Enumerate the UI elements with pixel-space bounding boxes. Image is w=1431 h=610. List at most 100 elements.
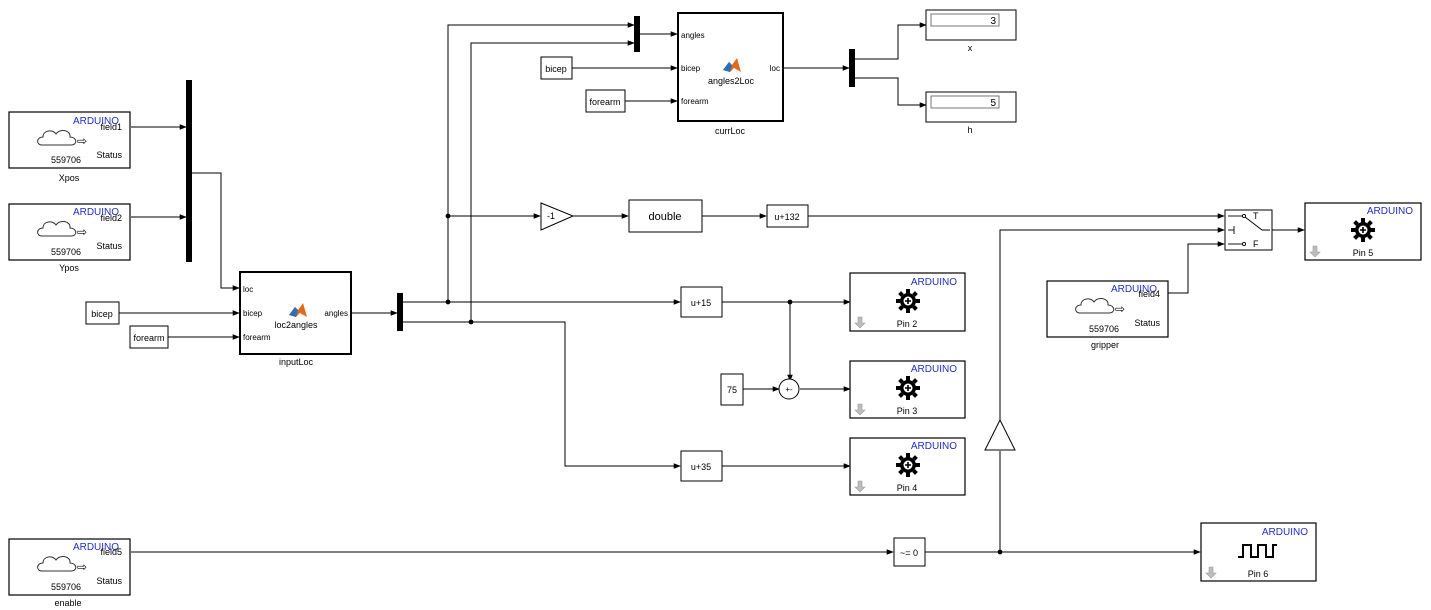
pwm-wave-icon bbox=[1238, 544, 1277, 558]
signal-lines bbox=[119, 22, 1305, 555]
block-name: Pin 3 bbox=[897, 406, 918, 416]
block-name: currLoc bbox=[715, 126, 746, 136]
display-h[interactable]: 5 h bbox=[925, 91, 1017, 135]
constant-value: 75 bbox=[727, 385, 737, 395]
mux-bar-xy[interactable] bbox=[186, 80, 192, 262]
mux-bar-angles[interactable] bbox=[634, 16, 640, 52]
port-label: field1 bbox=[100, 122, 122, 132]
matlab-function-inputloc[interactable]: loc bicep forearm angles loc2angles inpu… bbox=[239, 271, 352, 367]
channel-id: 559706 bbox=[51, 155, 81, 165]
constant-value: forearm bbox=[589, 97, 620, 107]
display-x[interactable]: 3 x bbox=[925, 9, 1017, 53]
bias-block-35[interactable]: u+35 bbox=[680, 450, 723, 482]
input-port-forearm: forearm bbox=[243, 333, 271, 342]
bias-block-15[interactable]: u+15 bbox=[680, 286, 723, 318]
bias-block-132[interactable]: u+132 bbox=[766, 204, 809, 228]
input-port-angles: angles bbox=[681, 31, 705, 40]
port-label: field4 bbox=[1138, 289, 1160, 299]
arrow-icon: ⇨ bbox=[1115, 302, 1125, 316]
switch-block[interactable]: T F bbox=[1224, 209, 1273, 251]
input-port-loc: loc bbox=[243, 285, 253, 294]
switch-false-label: F bbox=[1253, 239, 1259, 249]
demux-bar-angles[interactable] bbox=[397, 293, 403, 331]
input-port-bicep: bicep bbox=[243, 309, 263, 318]
logical-not-block[interactable] bbox=[984, 418, 1016, 451]
status-port-label: Status bbox=[96, 241, 122, 251]
data-type-conversion-block[interactable]: double bbox=[628, 199, 703, 233]
pwm-write-pin6[interactable]: ARDUINO Pin 6 bbox=[1200, 522, 1317, 582]
brand-label: ARDUINO bbox=[73, 116, 119, 127]
brand-label: ARDUINO bbox=[911, 364, 957, 375]
arrow-icon: ⇨ bbox=[77, 560, 87, 574]
block-name: Pin 2 bbox=[897, 319, 918, 329]
constant-bicep-top[interactable]: bicep bbox=[540, 56, 573, 80]
port-label: field5 bbox=[100, 547, 122, 557]
thingspeak-read-gripper[interactable]: ARDUINO field4 Status ⇨ 559706 gripper bbox=[1046, 280, 1169, 350]
servo-gear-icon bbox=[895, 288, 921, 314]
servo-write-pin4[interactable]: ARDUINO Pin 4 bbox=[849, 437, 966, 496]
brand-label: ARDUINO bbox=[73, 207, 119, 218]
servo-gear-icon bbox=[895, 452, 921, 478]
constant-value: forearm bbox=[133, 333, 164, 343]
bias-expression: u+132 bbox=[774, 212, 799, 222]
servo-write-pin5[interactable]: ARDUINO Pin 5 bbox=[1304, 202, 1422, 261]
brand-label: ARDUINO bbox=[911, 441, 957, 452]
servo-gear-icon bbox=[895, 375, 921, 401]
status-port-label: Status bbox=[96, 576, 122, 586]
brand-label: ARDUINO bbox=[1367, 206, 1413, 217]
brand-label: ARDUINO bbox=[1262, 527, 1308, 538]
block-name: Ypos bbox=[59, 263, 79, 273]
channel-id: 559706 bbox=[51, 582, 81, 592]
block-name: Pin 4 bbox=[897, 483, 918, 493]
brand-label: ARDUINO bbox=[911, 277, 957, 288]
block-name: inputLoc bbox=[279, 357, 314, 367]
constant-forearm-left[interactable]: forearm bbox=[129, 325, 169, 349]
sum-signs: +- bbox=[785, 385, 793, 394]
function-title: loc2angles bbox=[274, 320, 318, 330]
constant-value: bicep bbox=[545, 64, 567, 74]
gain-value: -1 bbox=[547, 211, 555, 221]
input-port-bicep: bicep bbox=[681, 64, 701, 73]
display-value: 3 bbox=[990, 16, 996, 27]
conversion-label: double bbox=[648, 211, 681, 223]
matlab-function-currloc[interactable]: angles bicep forearm loc angles2Loc curr… bbox=[677, 12, 784, 136]
block-name: Xpos bbox=[59, 173, 80, 183]
brand-label: ARDUINO bbox=[73, 542, 119, 553]
servo-write-pin2[interactable]: ARDUINO Pin 2 bbox=[849, 272, 966, 332]
branch-points bbox=[445, 213, 1003, 555]
constant-bicep-left[interactable]: bicep bbox=[85, 301, 120, 325]
gain-block[interactable]: -1 bbox=[540, 202, 575, 231]
block-name: Pin 5 bbox=[1353, 248, 1374, 258]
block-name: h bbox=[967, 125, 972, 135]
constant-forearm-top[interactable]: forearm bbox=[585, 89, 626, 113]
output-port-loc: loc bbox=[770, 64, 780, 73]
bias-expression: u+15 bbox=[691, 298, 711, 308]
thingspeak-read-xpos[interactable]: ARDUINO field1 Status ⇨ 559706 Xpos bbox=[8, 111, 131, 183]
channel-id: 559706 bbox=[51, 247, 81, 257]
display-value: 5 bbox=[990, 98, 996, 109]
constant-value: bicep bbox=[91, 309, 113, 319]
constant-75[interactable]: 75 bbox=[720, 373, 744, 406]
arrow-icon: ⇨ bbox=[77, 225, 87, 239]
servo-write-pin3[interactable]: ARDUINO Pin 3 bbox=[849, 360, 966, 419]
status-port-label: Status bbox=[96, 150, 122, 160]
compare-to-zero-block[interactable]: ~= 0 bbox=[893, 537, 926, 567]
switch-true-label: T bbox=[1253, 211, 1259, 221]
thingspeak-read-enable[interactable]: ARDUINO field5 Status ⇨ 559706 enable bbox=[8, 538, 131, 608]
port-label: field2 bbox=[100, 213, 122, 223]
demux-bar-loc[interactable] bbox=[849, 49, 855, 87]
switch-contact-icon bbox=[1228, 213, 1270, 247]
sum-block[interactable]: +- bbox=[778, 378, 800, 400]
status-port-label: Status bbox=[1134, 318, 1160, 328]
thingspeak-read-ypos[interactable]: ARDUINO field2 Status ⇨ 559706 Ypos bbox=[8, 203, 131, 273]
brand-label: ARDUINO bbox=[1111, 284, 1157, 295]
block-name: x bbox=[968, 43, 973, 53]
block-name: gripper bbox=[1091, 340, 1119, 350]
block-name: Pin 6 bbox=[1248, 569, 1269, 579]
block-name: enable bbox=[54, 598, 81, 608]
channel-id: 559706 bbox=[1089, 324, 1119, 334]
input-port-forearm: forearm bbox=[681, 97, 709, 106]
servo-gear-icon bbox=[1350, 217, 1376, 243]
arrow-icon: ⇨ bbox=[77, 134, 87, 148]
bias-expression: u+35 bbox=[691, 462, 711, 472]
